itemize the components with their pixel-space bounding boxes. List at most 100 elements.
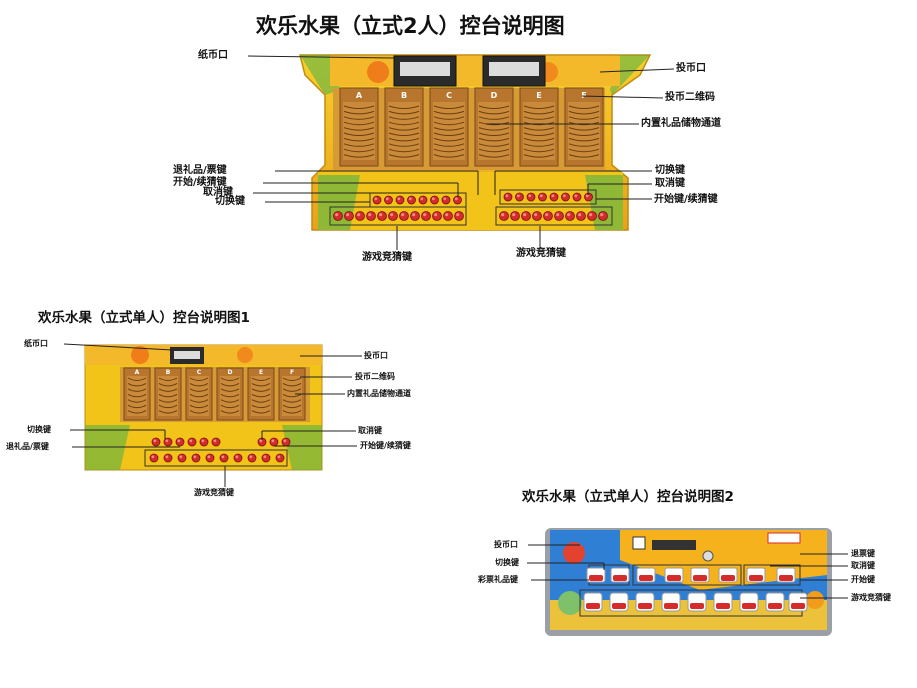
coin-slot-label: 投币口: [676, 63, 706, 74]
gift-channel: F: [564, 87, 604, 167]
fruit-icon: [131, 346, 149, 364]
guess-key[interactable]: [598, 211, 608, 221]
gift-channel: D: [474, 87, 514, 167]
guess-key[interactable]: [587, 211, 597, 221]
s2-refund-ticket-key-label: 退票键: [851, 549, 875, 558]
guess-key[interactable]: [554, 211, 564, 221]
s1-guess-keys-label: 游戏竞猜键: [194, 488, 234, 497]
channel-letter: F: [290, 369, 294, 376]
function-key[interactable]: [776, 567, 796, 583]
guess-key[interactable]: [219, 453, 229, 463]
function-key[interactable]: [211, 437, 221, 447]
s2-switch-key-label: 切换键: [495, 558, 519, 567]
function-key[interactable]: [636, 567, 656, 583]
function-key[interactable]: [187, 437, 197, 447]
guess-key[interactable]: [543, 211, 553, 221]
fruit-icon: [558, 591, 582, 615]
function-key[interactable]: [718, 567, 738, 583]
cancel-key-left-label: 取消键: [203, 187, 233, 198]
cancel-key-right-label: 取消键: [655, 178, 685, 189]
channel-letter: A: [356, 91, 363, 100]
function-key[interactable]: [372, 195, 382, 205]
guess-key[interactable]: [713, 592, 733, 612]
guess-key[interactable]: [399, 211, 409, 221]
guess-key[interactable]: [443, 211, 453, 221]
function-key[interactable]: [572, 192, 582, 202]
function-key[interactable]: [418, 195, 428, 205]
guess-key[interactable]: [788, 592, 808, 612]
gift-channel: B: [384, 87, 424, 167]
guess-key[interactable]: [521, 211, 531, 221]
function-key[interactable]: [430, 195, 439, 205]
guess-key[interactable]: [233, 453, 243, 463]
function-key[interactable]: [561, 192, 570, 202]
guess-key[interactable]: [499, 211, 509, 221]
function-key[interactable]: [199, 437, 209, 447]
function-key[interactable]: [151, 437, 161, 447]
single-diagram-1-title: 欢乐水果（立式单人）控台说明图1: [38, 310, 250, 326]
function-key[interactable]: [610, 567, 630, 583]
guess-key[interactable]: [205, 453, 215, 463]
guess-key[interactable]: [583, 592, 603, 612]
guess-key[interactable]: [739, 592, 759, 612]
switch-key-left-label: 切换键: [215, 196, 245, 207]
function-key[interactable]: [395, 195, 405, 205]
s1-paper-money-slot-label: 纸币口: [24, 339, 48, 348]
function-key[interactable]: [664, 567, 684, 583]
function-key[interactable]: [503, 192, 513, 202]
guess-key[interactable]: [661, 592, 681, 612]
function-key[interactable]: [746, 567, 766, 583]
gift-channel: D: [216, 367, 244, 421]
function-key[interactable]: [526, 192, 536, 202]
s1-coin-slot-label: 投币口: [364, 351, 388, 360]
guess-key[interactable]: [366, 211, 376, 221]
function-key[interactable]: [453, 195, 462, 205]
guess-key[interactable]: [454, 211, 464, 221]
s2-lottery-gift-key-label: 彩票礼品键: [478, 575, 518, 584]
s1-start-key-label: 开始键/续猜键: [360, 441, 411, 450]
guess-key[interactable]: [149, 453, 159, 463]
guess-key[interactable]: [410, 211, 420, 221]
guess-key[interactable]: [247, 453, 257, 463]
gift-channel: A: [339, 87, 379, 167]
function-key[interactable]: [163, 437, 173, 447]
function-key[interactable]: [690, 567, 710, 583]
guess-key[interactable]: [432, 211, 442, 221]
guess-key[interactable]: [344, 211, 354, 221]
guess-key[interactable]: [191, 453, 201, 463]
function-key[interactable]: [441, 195, 451, 205]
guess-key[interactable]: [177, 453, 187, 463]
s1-gift-channel-label: 内置礼品储物通道: [347, 389, 411, 398]
guess-key[interactable]: [163, 453, 173, 463]
guess-key[interactable]: [388, 211, 398, 221]
guess-key[interactable]: [275, 453, 285, 463]
single-2-buttons: [583, 567, 808, 612]
guess-key[interactable]: [609, 592, 629, 612]
function-key[interactable]: [175, 437, 185, 447]
guess-key[interactable]: [421, 211, 431, 221]
guess-key[interactable]: [765, 592, 785, 612]
coin-qr-code: [632, 536, 646, 550]
guess-key[interactable]: [377, 211, 387, 221]
guess-key[interactable]: [333, 211, 343, 221]
function-key[interactable]: [549, 192, 559, 202]
function-key[interactable]: [538, 192, 547, 202]
function-key[interactable]: [586, 567, 606, 583]
fruit-icon: [367, 61, 389, 83]
guess-key[interactable]: [532, 211, 542, 221]
guess-key[interactable]: [565, 211, 575, 221]
function-key[interactable]: [384, 195, 393, 205]
guess-key[interactable]: [355, 211, 365, 221]
guess-key[interactable]: [687, 592, 707, 612]
start-key-right-label: 开始键/续猜键: [654, 194, 718, 205]
s1-cancel-key-label: 取消键: [358, 426, 382, 435]
gift-channel: E: [247, 367, 275, 421]
guess-key[interactable]: [576, 211, 586, 221]
function-key[interactable]: [407, 195, 416, 205]
guess-key[interactable]: [635, 592, 655, 612]
guess-key[interactable]: [510, 211, 520, 221]
function-key[interactable]: [515, 192, 524, 202]
guess-key[interactable]: [261, 453, 271, 463]
